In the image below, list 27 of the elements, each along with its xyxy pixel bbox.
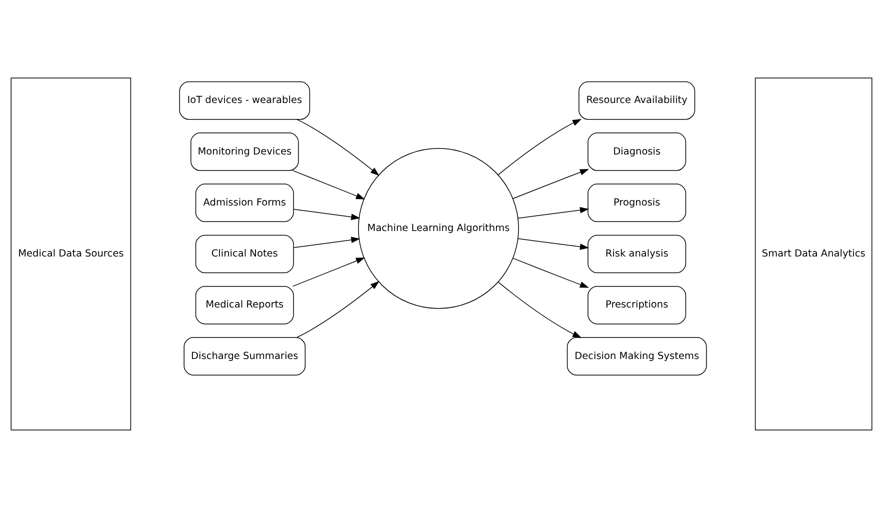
arrow xyxy=(518,238,590,250)
arrow xyxy=(292,170,365,200)
arrow xyxy=(512,258,589,288)
node-box: IoT devices - wearables xyxy=(179,81,310,120)
node-box: Monitoring Devices xyxy=(190,132,299,171)
node-box: Smart Data Analytics xyxy=(754,78,872,430)
node-box: Medical Data Sources xyxy=(10,78,132,430)
node-box: Prognosis xyxy=(588,184,686,222)
arrow xyxy=(293,236,360,248)
arrow xyxy=(292,258,365,287)
node-box: Decision Making Systems xyxy=(566,337,707,376)
node-box: Prescriptions xyxy=(588,286,686,324)
arrow xyxy=(518,207,590,219)
node-box: Discharge Summaries xyxy=(184,337,306,376)
arrow xyxy=(293,208,360,220)
arrow xyxy=(512,169,589,200)
node-box: Admission Forms xyxy=(195,184,294,222)
arrow xyxy=(296,281,380,338)
node-box: Clinical Notes xyxy=(195,234,294,274)
node-box: Diagnosis xyxy=(588,132,686,171)
arrow xyxy=(296,119,380,176)
node-box: Risk analysis xyxy=(588,234,686,274)
arrow xyxy=(498,282,582,338)
arrow xyxy=(498,118,582,176)
node-box: Medical Reports xyxy=(195,286,294,324)
node-box: Resource Availability xyxy=(578,81,696,120)
node-circle: Machine Learning Algorithms xyxy=(358,148,519,309)
